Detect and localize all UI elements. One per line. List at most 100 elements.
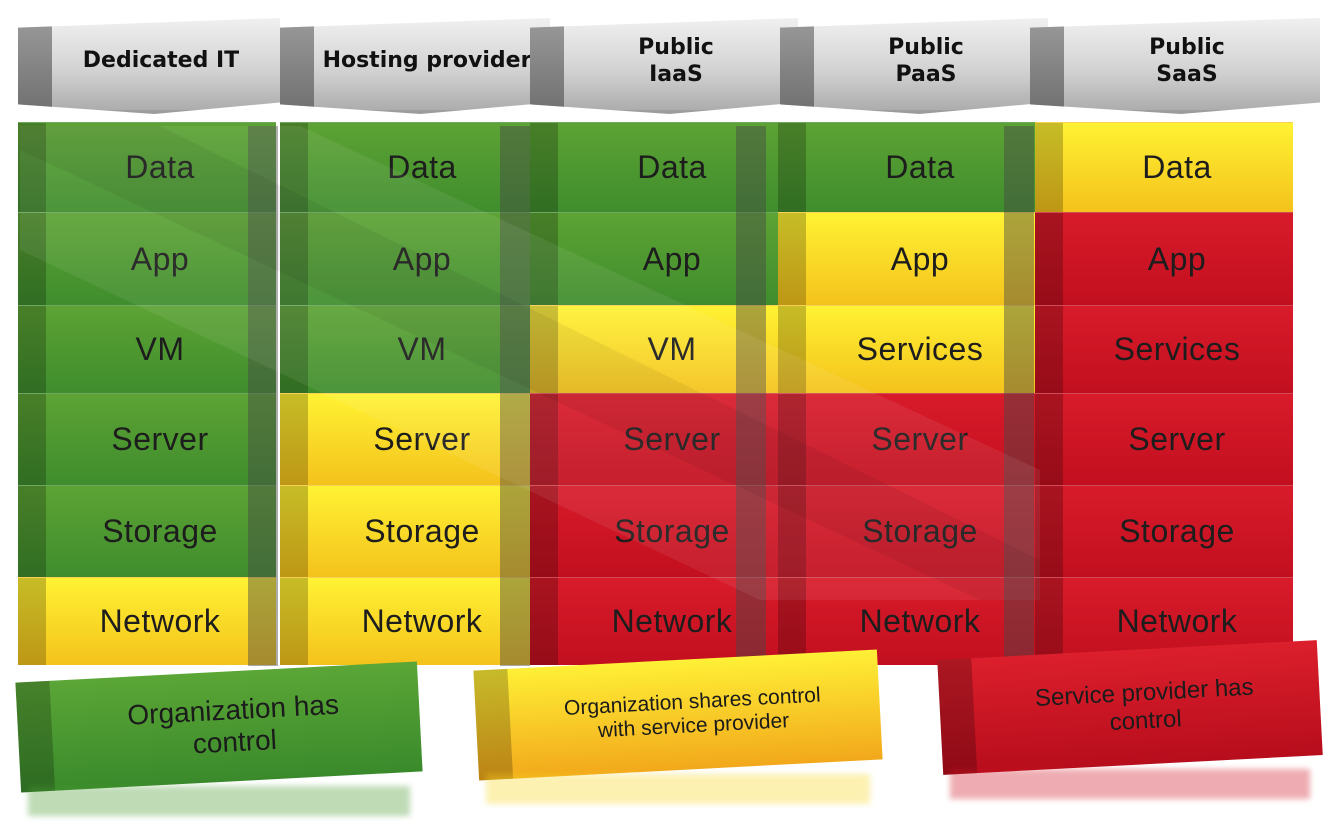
column-header: Hosting provider	[280, 18, 550, 114]
layer-server: Server	[280, 393, 538, 485]
layer-side-face	[530, 578, 558, 665]
layer-side-face	[18, 578, 46, 665]
column-title: Hosting provider	[322, 48, 532, 74]
layer-storage: Storage	[18, 485, 276, 577]
layer-label: App	[890, 240, 950, 277]
layer-side-face	[530, 486, 558, 577]
layer-label: Server	[111, 421, 209, 457]
layer-side-face	[1035, 578, 1063, 665]
layer-side-face	[18, 213, 46, 305]
layer-storage: Storage	[778, 485, 1036, 577]
layer-vm: VM	[530, 305, 788, 393]
layer-label: Server	[1128, 421, 1226, 457]
layer-side-face	[280, 578, 308, 665]
layer-label: Network	[611, 603, 733, 639]
legend-side-face	[473, 668, 514, 781]
layer-app: App	[1035, 212, 1293, 305]
legend-red: Service provider has control	[937, 640, 1323, 775]
header-side-face	[780, 18, 814, 114]
layer-services: Services	[778, 305, 1036, 393]
layer-side-face	[280, 306, 308, 393]
layer-label: VM	[647, 331, 697, 367]
layer-side-face	[280, 123, 308, 212]
layer-label: Storage	[1119, 513, 1235, 549]
layer-side-face	[1035, 306, 1063, 393]
column-divider	[248, 126, 278, 666]
column-title: Public SaaS	[1149, 34, 1225, 88]
layer-label: Server	[623, 421, 721, 457]
column-header: Dedicated IT	[18, 18, 280, 114]
layer-network: Network	[280, 577, 538, 665]
layer-label: Network	[361, 603, 483, 639]
layer-label: Storage	[364, 513, 480, 549]
layer-app: App	[778, 212, 1036, 305]
layer-storage: Storage	[280, 485, 538, 577]
column-divider	[736, 126, 766, 666]
layer-side-face	[778, 578, 806, 665]
layer-side-face	[1035, 486, 1063, 577]
layer-vm: VM	[18, 305, 276, 393]
layer-label: App	[130, 240, 190, 277]
legend-reflection	[486, 774, 870, 804]
header-side-face	[1030, 18, 1064, 114]
layer-label: Data	[125, 149, 195, 185]
layer-side-face	[1035, 123, 1063, 212]
layer-side-face	[778, 306, 806, 393]
legend-green: Organization has control	[15, 661, 423, 793]
legend-yellow: Organization shares control with service…	[473, 649, 883, 781]
layer-network: Network	[18, 577, 276, 665]
layer-label: App	[392, 240, 452, 277]
layer-side-face	[280, 486, 308, 577]
header-side-face	[18, 18, 52, 114]
layer-label: Server	[871, 421, 969, 457]
layer-data: Data	[18, 122, 276, 212]
column-title: Dedicated IT	[82, 48, 240, 74]
layer-side-face	[18, 486, 46, 577]
layer-server: Server	[778, 393, 1036, 485]
column-divider	[1004, 126, 1034, 666]
layer-label: Storage	[102, 513, 218, 549]
layer-network: Network	[530, 577, 788, 665]
column-title: Public PaaS	[888, 34, 964, 88]
legend-reflection	[950, 769, 1310, 799]
layer-side-face	[530, 123, 558, 212]
layer-app: App	[280, 212, 538, 305]
layer-label: Data	[885, 149, 955, 185]
layer-vm: VM	[280, 305, 538, 393]
layer-side-face	[18, 306, 46, 393]
layer-side-face	[18, 123, 46, 212]
layer-side-face	[1035, 394, 1063, 485]
layer-label: Data	[637, 149, 707, 185]
layer-label: Network	[1116, 603, 1238, 639]
layer-storage: Storage	[530, 485, 788, 577]
layer-label: VM	[135, 331, 185, 367]
legend-label: Organization has control	[126, 688, 340, 760]
layer-side-face	[1035, 213, 1063, 305]
column-header: Public IaaS	[530, 18, 798, 114]
layer-label: Network	[859, 603, 981, 639]
layer-side-face	[778, 486, 806, 577]
header-side-face	[280, 18, 314, 114]
layer-label: Services	[856, 331, 984, 367]
legend-side-face	[15, 680, 56, 793]
layer-label: App	[642, 240, 702, 277]
layer-app: App	[530, 212, 788, 305]
layer-services: Services	[1035, 305, 1293, 393]
layer-label: Services	[1113, 331, 1241, 367]
layer-data: Data	[778, 122, 1036, 212]
layer-server: Server	[1035, 393, 1293, 485]
layer-side-face	[778, 123, 806, 212]
layer-label: Server	[373, 421, 471, 457]
layer-label: Data	[387, 149, 457, 185]
layer-label: Storage	[614, 513, 730, 549]
layer-label: Storage	[862, 513, 978, 549]
layer-data: Data	[280, 122, 538, 212]
layer-data: Data	[1035, 122, 1293, 212]
layer-label: Data	[1142, 149, 1212, 185]
layer-side-face	[18, 394, 46, 485]
layer-data: Data	[530, 122, 788, 212]
column-title: Public IaaS	[638, 34, 714, 88]
layer-server: Server	[18, 393, 276, 485]
column-header: Public SaaS	[1030, 18, 1320, 114]
